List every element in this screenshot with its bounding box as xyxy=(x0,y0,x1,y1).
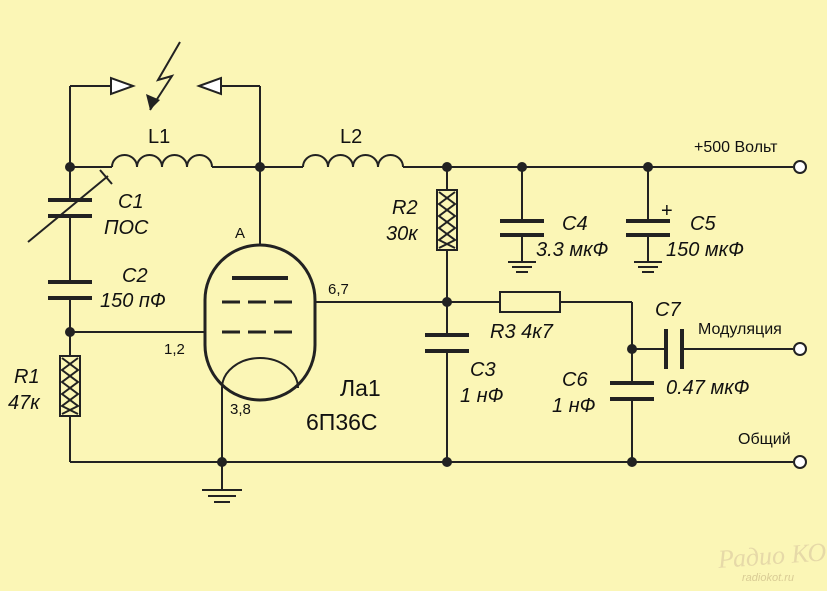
label-c1-value: ПОС xyxy=(104,217,149,239)
label-tube-type: 6П36С xyxy=(306,409,378,435)
label-r1-name: R1 xyxy=(14,366,40,388)
lightning-icon xyxy=(146,41,181,111)
junction-dots xyxy=(65,162,653,467)
label-r1-value: 47к xyxy=(8,392,41,414)
label-c4-value: 3.3 мкФ xyxy=(536,239,609,261)
ground-icon xyxy=(634,261,662,273)
label-c3-value: 1 нФ xyxy=(460,385,504,407)
label-c5-value: 150 мкФ xyxy=(666,239,744,261)
label-c2-name: C2 xyxy=(122,265,148,287)
label-term-power: +500 Вольт xyxy=(694,139,778,156)
label-c7-name: C7 xyxy=(655,299,681,321)
capacitor-c4 xyxy=(500,219,544,237)
capacitor-c6 xyxy=(610,381,654,401)
label-r2-value: 30к xyxy=(386,223,419,245)
capacitor-c3 xyxy=(425,333,469,353)
label-tube-name: Ла1 xyxy=(340,375,381,401)
label-c1-name: C1 xyxy=(118,191,144,213)
arrow-left-icon xyxy=(196,76,222,96)
capacitor-c7 xyxy=(664,329,684,369)
label-c6-value: 1 нФ xyxy=(552,395,596,417)
label-l2: L2 xyxy=(340,126,362,148)
label-c2-value: 150 пФ xyxy=(100,290,166,312)
label-c6-name: C6 xyxy=(562,369,588,391)
inductor-l1 xyxy=(111,154,213,168)
label-c7-value: 0.47 мкФ xyxy=(666,377,750,399)
watermark-url: radiokot.ru xyxy=(742,572,794,584)
ground-icon xyxy=(202,489,242,503)
label-pin-anode: A xyxy=(235,225,245,242)
label-c5-polarity: + xyxy=(661,200,673,222)
label-pin-screen: 6,7 xyxy=(328,281,349,298)
ground-icon xyxy=(508,261,536,273)
label-c3-name: C3 xyxy=(470,359,496,381)
capacitor-c1 xyxy=(27,169,113,243)
label-term-mod: Модуляция xyxy=(698,321,782,338)
resistor-r2 xyxy=(436,189,458,251)
label-r2-name: R2 xyxy=(392,197,418,219)
capacitor-c2 xyxy=(48,280,92,300)
label-l1: L1 xyxy=(148,126,170,148)
label-term-common: Общий xyxy=(738,431,791,448)
terminal-common xyxy=(793,455,807,469)
watermark-logo: Радио КОТ xyxy=(716,536,827,574)
tube-6p36s xyxy=(203,243,317,402)
arrow-right-icon xyxy=(110,76,136,96)
label-c5-name: C5 xyxy=(690,213,716,235)
inductor-l2 xyxy=(302,154,404,168)
label-pin-grid: 1,2 xyxy=(164,341,185,358)
label-pin-cathode: 3,8 xyxy=(230,401,251,418)
label-c4-name: C4 xyxy=(562,213,588,235)
terminal-power xyxy=(793,160,807,174)
capacitor-c5 xyxy=(626,219,670,237)
resistor-r3 xyxy=(499,291,561,313)
label-r3: R3 4к7 xyxy=(490,321,554,343)
wires xyxy=(69,85,793,490)
terminal-modulation xyxy=(793,342,807,356)
resistor-r1 xyxy=(59,355,81,417)
